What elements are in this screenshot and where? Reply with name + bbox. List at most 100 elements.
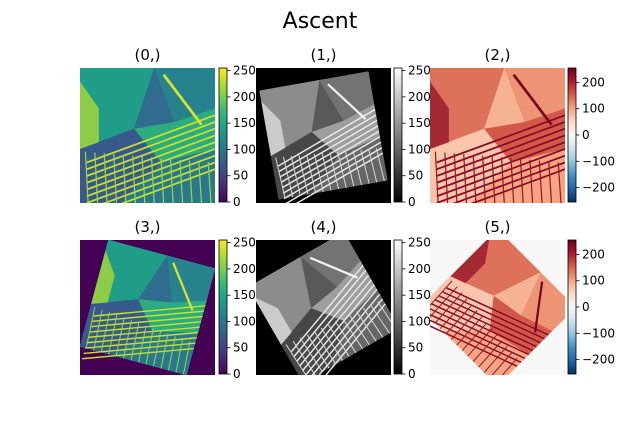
colorbar-tick-label: 150 (408, 116, 431, 130)
railing-bar (90, 315, 203, 328)
railing-bar (279, 119, 378, 178)
colorbar-tick-label: 200 (233, 262, 256, 276)
image-area (256, 240, 391, 375)
colorbar-tick-label: 50 (408, 169, 423, 183)
baluster (290, 155, 301, 196)
baluster (456, 316, 483, 346)
railing-bar (86, 134, 215, 184)
railing-bar (293, 269, 367, 357)
baluster (445, 304, 473, 335)
baluster (352, 150, 362, 186)
railing-bar (281, 130, 380, 189)
image-region (111, 331, 199, 375)
railing-bar (430, 318, 518, 367)
colorbar-tick-label: −200 (582, 353, 615, 367)
baluster (494, 357, 518, 375)
bright-region (450, 240, 490, 284)
baluster (275, 157, 286, 199)
railing-bar (285, 152, 384, 203)
baluster (138, 325, 147, 363)
railing-bar (87, 326, 200, 339)
railing-bar (89, 321, 202, 333)
railing-bar (430, 310, 526, 360)
colorbar-tick-label: 50 (408, 341, 423, 355)
railing-bar (278, 114, 377, 173)
heatmap-image (256, 240, 391, 375)
colorbar-tick-label: 100 (408, 314, 431, 328)
railing-bar (86, 148, 215, 198)
railing-bar (452, 161, 565, 203)
colorbar-tick-label: 200 (408, 90, 431, 104)
railing-bar (434, 299, 537, 348)
baluster (439, 298, 468, 329)
baluster (472, 154, 477, 203)
baluster (179, 159, 184, 203)
colorbar (567, 239, 577, 375)
highlight-edge (327, 83, 367, 120)
colorbar-tick-label: 150 (408, 288, 431, 302)
baluster (313, 153, 324, 192)
baluster (329, 152, 340, 190)
baluster (519, 158, 524, 203)
baluster (320, 327, 343, 361)
colorbar-tick-label: 200 (233, 90, 256, 104)
colorbar-tick-label: 0 (233, 195, 241, 209)
railing-bar (277, 108, 376, 167)
railing-bar (86, 154, 215, 203)
baluster (285, 344, 310, 375)
baluster (461, 322, 488, 351)
baluster (132, 155, 136, 203)
railing-bar (296, 274, 370, 362)
railing-bar (436, 121, 565, 171)
railing-bar (86, 114, 215, 164)
baluster (434, 151, 439, 203)
colorbar-tick-label: 150 (233, 116, 256, 130)
baluster (167, 336, 176, 371)
baluster (153, 330, 162, 367)
baluster (188, 160, 193, 203)
baluster (483, 345, 508, 373)
railing-bar (436, 114, 565, 164)
colorbar-tick-label: 250 (408, 236, 431, 250)
baluster (334, 321, 357, 353)
image-area (256, 68, 391, 203)
baluster (123, 320, 132, 359)
railing-bar (290, 264, 364, 353)
subplot-title: (2,) (484, 46, 510, 64)
baluster (430, 286, 458, 319)
railing-bar (446, 287, 549, 336)
railing-bar (430, 314, 522, 363)
colorbar-tick-label: −100 (582, 154, 615, 168)
baluster (377, 301, 391, 330)
baluster (85, 307, 96, 349)
colorbar-tick-label: −100 (582, 326, 615, 340)
railing-bar (310, 298, 384, 375)
railing-bar (304, 288, 378, 375)
baluster (94, 152, 99, 203)
baluster (349, 314, 370, 346)
colorbar-tick-label: 100 (233, 314, 256, 328)
baluster (182, 341, 191, 375)
colorbar (218, 239, 228, 375)
baluster (306, 154, 317, 194)
baluster (489, 351, 513, 375)
baluster (463, 154, 468, 203)
railing-bar (436, 154, 565, 203)
railing-bar (436, 141, 565, 191)
colorbar-tick-label: 50 (233, 341, 248, 355)
baluster (306, 334, 330, 369)
railing-bar (283, 141, 382, 200)
heatmap-image (430, 68, 565, 203)
railing-bar (430, 302, 534, 352)
baluster (115, 317, 125, 357)
railing-bar (86, 121, 215, 171)
baluster (282, 156, 294, 198)
railing-bar (307, 293, 381, 375)
colorbar (218, 67, 228, 203)
bright-region (261, 101, 286, 157)
subplot-title: (4,) (310, 218, 336, 236)
highlight-edge (512, 73, 553, 126)
baluster (337, 151, 347, 188)
railing-bar (280, 125, 379, 183)
subplot-title: (3,) (134, 218, 160, 236)
